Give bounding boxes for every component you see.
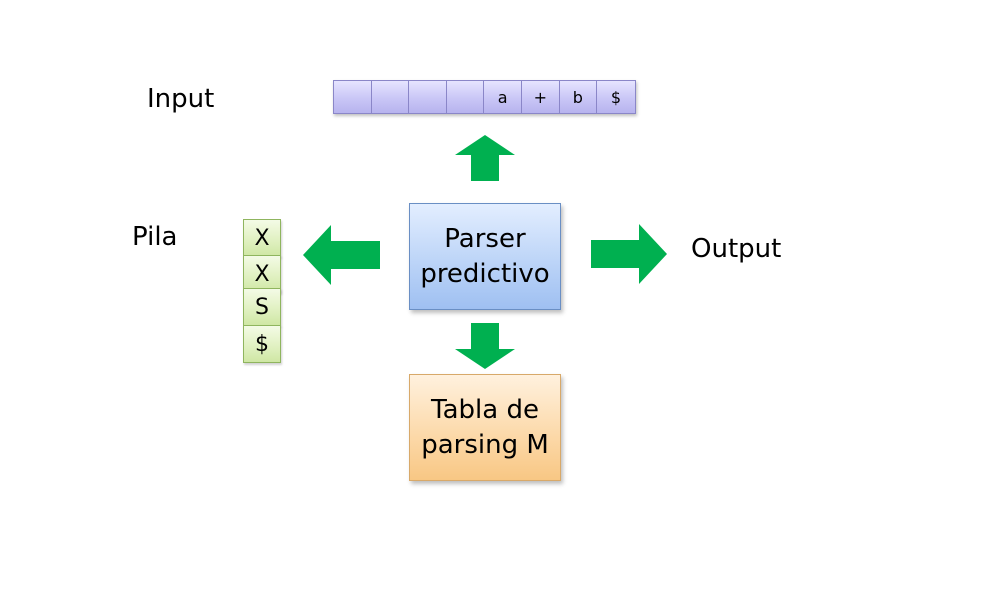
stack-cell: X [243, 219, 281, 257]
stack-cell: S [243, 288, 281, 326]
tape-cell: a [484, 81, 522, 113]
tape-cell [334, 81, 372, 113]
input-tape: a + b $ [333, 80, 636, 114]
parser-box: Parser predictivo [409, 203, 561, 310]
tape-cell: $ [597, 81, 635, 113]
table-box-text: Tabla de parsing M [421, 394, 549, 460]
tape-cell [371, 81, 410, 113]
stack-cell: $ [243, 325, 281, 363]
arrow-left-icon [303, 225, 380, 285]
arrow-up-icon [455, 135, 515, 181]
tape-cell: b [559, 81, 598, 113]
tape-cell [446, 81, 485, 113]
output-label: Output [691, 234, 782, 264]
arrow-right-icon [591, 224, 667, 284]
tape-cell: + [521, 81, 560, 113]
parser-box-text: Parser predictivo [420, 223, 550, 289]
tape-cell [409, 81, 447, 113]
arrow-down-icon [455, 323, 515, 369]
table-box: Tabla de parsing M [409, 374, 561, 481]
pila-label: Pila [132, 222, 178, 252]
input-label: Input [147, 84, 215, 114]
